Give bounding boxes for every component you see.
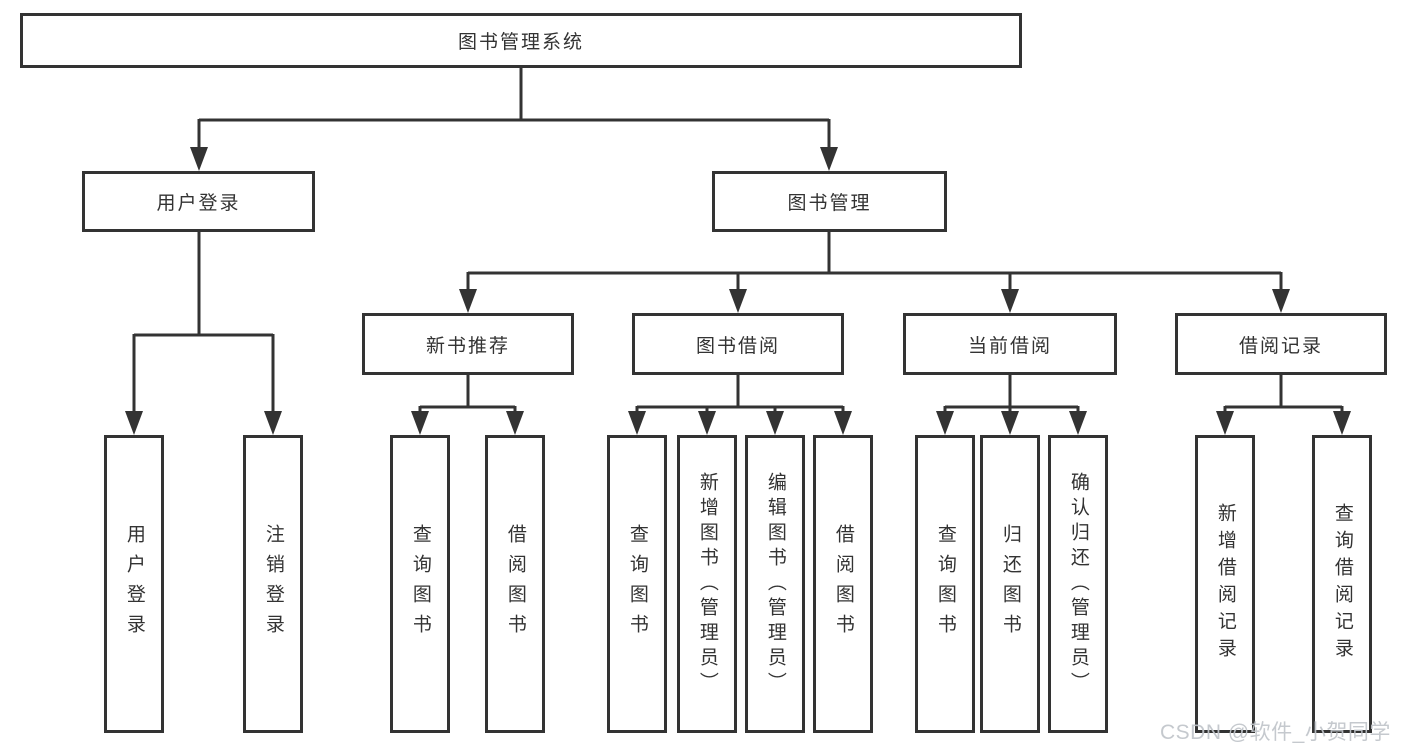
node-borrow-records: 借阅记录 xyxy=(1175,313,1387,375)
node-borrow-records-label: 借阅记录 xyxy=(1238,335,1323,357)
leaf-user-login: 用户登录 xyxy=(104,435,164,733)
leaf-query-borrow-record-label: 查询借阅记录 xyxy=(1331,503,1353,665)
leaf-add-books-admin-label: 新增图书（管理员） xyxy=(696,471,718,697)
node-book-management-label: 图书管理 xyxy=(787,193,872,214)
node-current-borrowing: 当前借阅 xyxy=(903,313,1117,375)
node-book-borrowing-label: 图书借阅 xyxy=(695,335,780,357)
leaf-add-books-admin: 新增图书（管理员） xyxy=(677,435,737,733)
node-book-borrowing: 图书借阅 xyxy=(632,313,844,375)
leaf-borrow-books: 借阅图书 xyxy=(813,435,873,733)
leaf-user-login-label: 用户登录 xyxy=(123,524,145,644)
leaf-add-borrow-record: 新增借阅记录 xyxy=(1195,435,1255,733)
leaf-edit-books-admin: 编辑图书（管理员） xyxy=(745,435,805,733)
leaf-borrow-books-recommend: 借阅图书 xyxy=(485,435,545,733)
node-current-borrowing-label: 当前借阅 xyxy=(967,335,1052,357)
leaf-query-borrow-record: 查询借阅记录 xyxy=(1312,435,1372,733)
leaf-borrow-books-recommend-label: 借阅图书 xyxy=(504,524,526,644)
leaf-return-books-label: 归还图书 xyxy=(999,524,1021,644)
node-book-management: 图书管理 xyxy=(712,171,947,232)
node-new-book-recommend: 新书推荐 xyxy=(362,313,574,375)
leaf-confirm-return-admin-label: 确认归还（管理员） xyxy=(1067,471,1089,697)
leaf-query-books-current: 查询图书 xyxy=(915,435,975,733)
leaf-query-books-borrow-label: 查询图书 xyxy=(626,524,648,644)
node-root-system: 图书管理系统 xyxy=(20,13,1022,68)
leaf-query-books-current-label: 查询图书 xyxy=(934,524,956,644)
leaf-logout-label: 注销登录 xyxy=(262,524,284,644)
leaf-add-borrow-record-label: 新增借阅记录 xyxy=(1214,503,1236,665)
node-new-book-recommend-label: 新书推荐 xyxy=(425,335,510,357)
leaf-confirm-return-admin: 确认归还（管理员） xyxy=(1048,435,1108,733)
leaf-logout: 注销登录 xyxy=(243,435,303,733)
leaf-edit-books-admin-label: 编辑图书（管理员） xyxy=(764,471,786,697)
node-user-login: 用户登录 xyxy=(82,171,315,232)
leaf-return-books: 归还图书 xyxy=(980,435,1040,733)
csdn-watermark: CSDN @软件_小贺同学 xyxy=(1160,721,1391,744)
leaf-query-books-borrow: 查询图书 xyxy=(607,435,667,733)
leaf-borrow-books-label: 借阅图书 xyxy=(832,524,854,644)
leaf-query-books-recommend-label: 查询图书 xyxy=(409,524,431,644)
node-user-login-label: 用户登录 xyxy=(156,193,241,214)
node-root-system-label: 图书管理系统 xyxy=(457,32,584,53)
leaf-query-books-recommend: 查询图书 xyxy=(390,435,450,733)
